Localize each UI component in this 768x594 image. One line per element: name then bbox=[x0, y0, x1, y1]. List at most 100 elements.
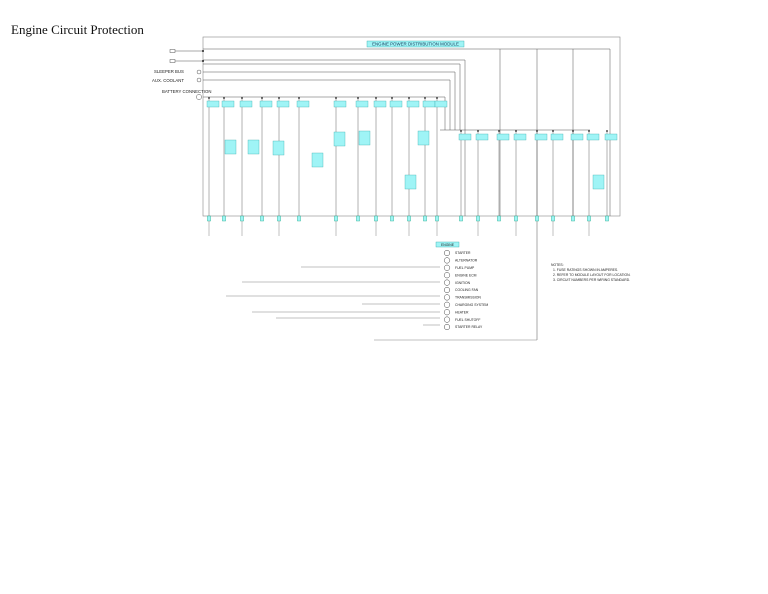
note-1: 1. FUSE RATINGS SHOWN IN AMPERES. bbox=[553, 268, 618, 272]
legend-marker bbox=[443, 323, 451, 331]
legend-marker bbox=[443, 301, 451, 308]
sleeper-bus-label: SLEEPER BUS bbox=[154, 69, 184, 74]
legend-item-label: FUEL PUMP bbox=[455, 266, 475, 270]
fuse-label-box bbox=[276, 100, 290, 108]
wire-junction bbox=[606, 130, 608, 132]
relay-box bbox=[358, 130, 371, 146]
legend-marker bbox=[443, 264, 451, 271]
fuse-label-box bbox=[458, 133, 472, 141]
fuse-label-box bbox=[534, 133, 548, 141]
wire-junction bbox=[477, 130, 479, 132]
wire-junction bbox=[223, 97, 225, 99]
fuse-label-box bbox=[259, 100, 273, 108]
legend-title-box bbox=[435, 241, 460, 248]
input-connectors bbox=[169, 49, 202, 100]
output-terminal bbox=[374, 215, 378, 222]
wire-junction bbox=[515, 130, 517, 132]
battery-connection-label: BATTERY CONNECTION bbox=[162, 89, 211, 94]
legend-item-label: FUEL SHUTOFF bbox=[455, 318, 480, 322]
relay-box bbox=[592, 174, 605, 190]
fuse-label-box bbox=[373, 100, 387, 108]
page-title: Engine Circuit Protection bbox=[11, 22, 144, 37]
output-terminal bbox=[334, 215, 338, 222]
fuse-label-box bbox=[221, 100, 235, 108]
wire-junction bbox=[261, 97, 263, 99]
output-terminal bbox=[476, 215, 480, 222]
module-title: ENGINE POWER DISTRIBUTION MODULE bbox=[372, 42, 459, 47]
output-terminal bbox=[587, 215, 591, 222]
notes-title: NOTES: bbox=[551, 263, 564, 267]
output-terminal bbox=[207, 215, 211, 222]
wire-junction bbox=[408, 97, 410, 99]
legend-item-label: HEATER bbox=[455, 310, 469, 314]
output-terminal bbox=[222, 215, 226, 222]
wire-junction bbox=[278, 97, 280, 99]
fuse-label-box bbox=[206, 100, 220, 108]
fuse-label-box bbox=[296, 100, 310, 108]
circuit-group bbox=[206, 97, 618, 341]
legend-item-label: ALTERNATOR bbox=[455, 259, 478, 263]
note-2: 2. REFER TO MODULE LAYOUT FOR LOCATION. bbox=[553, 273, 631, 277]
fuse-label-box bbox=[586, 133, 600, 141]
top-feeds bbox=[170, 48, 611, 340]
wire-junction bbox=[298, 97, 300, 99]
relay-box bbox=[417, 130, 430, 146]
legend-marker bbox=[443, 272, 451, 279]
legend-item-label: STARTER bbox=[455, 251, 471, 255]
legend-marker bbox=[443, 249, 451, 257]
wire-junction bbox=[241, 97, 243, 99]
output-terminal bbox=[297, 215, 301, 222]
aux-coolant-label: AUX. COOLANT bbox=[152, 78, 184, 83]
relay-box bbox=[404, 174, 417, 190]
fuse-label-box bbox=[239, 100, 253, 108]
fuse-label-box bbox=[434, 100, 448, 108]
output-terminal bbox=[423, 215, 427, 222]
wire-junction bbox=[552, 130, 554, 132]
wire-junction bbox=[436, 97, 438, 99]
legend-item-label: IGNITION bbox=[455, 281, 471, 285]
legend-marker bbox=[443, 279, 451, 286]
output-terminal bbox=[260, 215, 264, 222]
legend-item-label: STARTER RELAY bbox=[455, 325, 483, 329]
relay-box bbox=[224, 139, 237, 155]
wire-junction bbox=[357, 97, 359, 99]
wire-junction bbox=[498, 130, 500, 132]
note-3: 3. CIRCUIT NUMBERS PER WIRING STANDARD. bbox=[553, 278, 630, 282]
output-terminal bbox=[356, 215, 360, 222]
wire-junction bbox=[208, 97, 210, 99]
output-terminal bbox=[459, 215, 463, 222]
wire-junction bbox=[536, 130, 538, 132]
legend-item-label: CHARGING SYSTEM bbox=[455, 303, 488, 307]
output-terminal bbox=[497, 215, 501, 222]
legend-marker bbox=[443, 294, 451, 301]
fuse-label-box bbox=[333, 100, 347, 108]
fuse-label-box bbox=[570, 133, 584, 141]
output-terminal bbox=[407, 215, 411, 222]
legend-title: ENGINE bbox=[441, 243, 455, 247]
relay-box bbox=[333, 131, 346, 147]
legend-marker bbox=[443, 316, 451, 323]
relay-box bbox=[272, 140, 285, 156]
fuse-label-box bbox=[496, 133, 510, 141]
relay-box bbox=[311, 152, 324, 168]
module-title-banner bbox=[366, 40, 465, 48]
legend-marker bbox=[443, 286, 451, 294]
fuse-label-box bbox=[475, 133, 489, 141]
output-terminal bbox=[277, 215, 281, 222]
fuse-label-box bbox=[422, 100, 436, 108]
fuse-label-box bbox=[513, 133, 527, 141]
legend-item-label: TRANSMISSION bbox=[455, 296, 481, 300]
output-terminal bbox=[551, 215, 555, 222]
wire-junction bbox=[588, 130, 590, 132]
relay-box bbox=[247, 139, 260, 155]
fuse-label-box bbox=[389, 100, 403, 108]
wire-junction bbox=[391, 97, 393, 99]
output-terminal bbox=[435, 215, 439, 222]
wire-junction bbox=[424, 97, 426, 99]
fuse-label-box bbox=[550, 133, 564, 141]
output-terminal bbox=[240, 215, 244, 222]
output-terminal bbox=[571, 215, 575, 222]
output-terminal bbox=[605, 215, 609, 222]
